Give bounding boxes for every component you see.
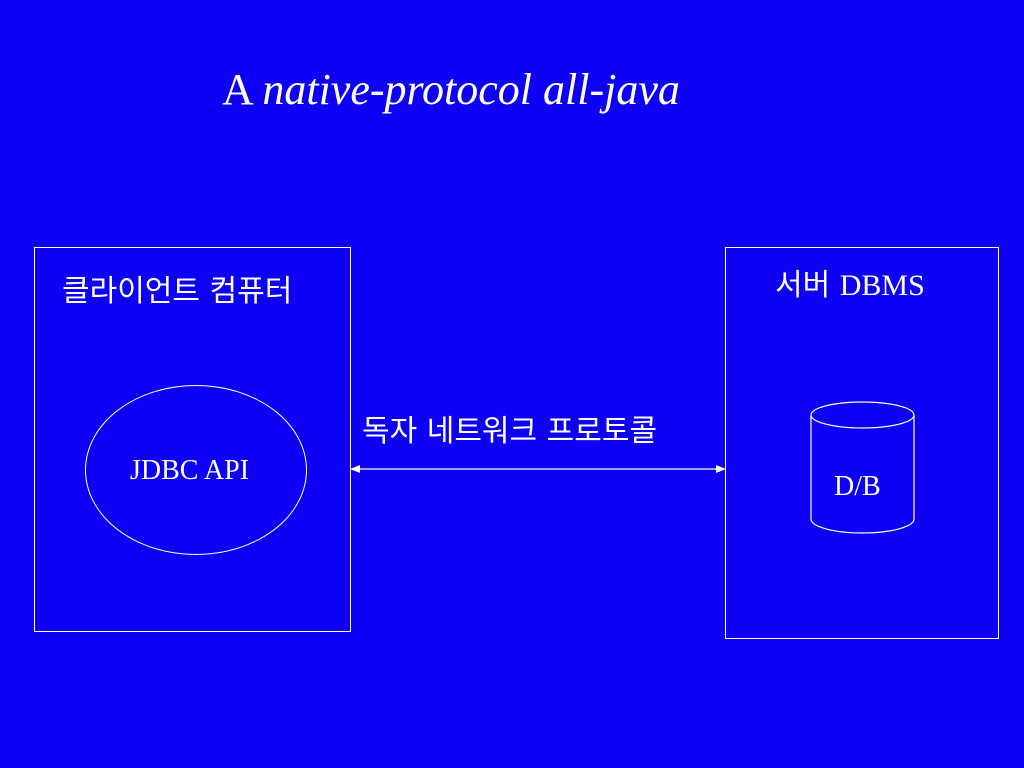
database-label: D/B [834,471,881,502]
title-prefix: A [222,65,252,114]
protocol-label: 독자 네트워크 프로토콜 [362,414,658,449]
server-dbms-label: 서버 DBMS [775,264,925,308]
server-dbms-box [725,247,999,639]
slide-title: A native-protocol all-java [222,60,680,120]
jdbc-api-label: JDBC API [130,455,250,486]
client-computer-label: 클라이언트 컴퓨터 [62,274,293,309]
server-label-latin: DBMS [839,269,925,302]
database-cylinder-icon [810,401,915,534]
title-italic: native-protocol all-java [262,65,680,114]
server-label-korean: 서버 [775,268,831,303]
jdbc-api-ellipse [85,385,307,555]
bidirectional-arrow [350,465,726,473]
client-computer-box [34,247,351,632]
